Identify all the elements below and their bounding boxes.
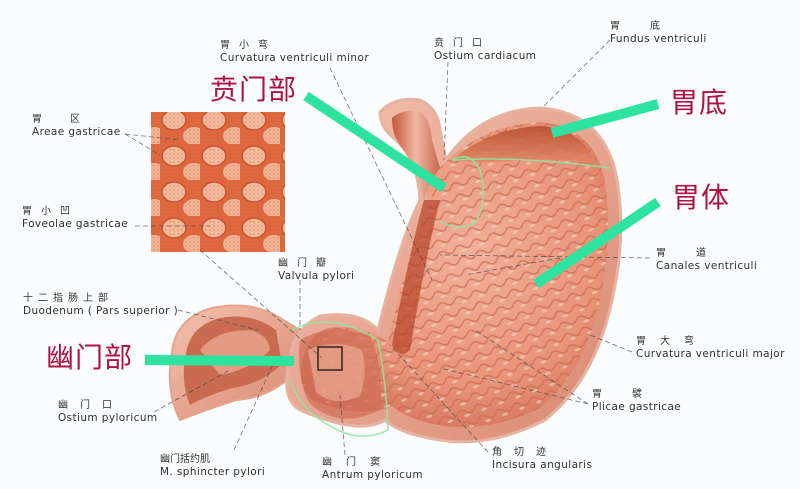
- label-canales-ventriculi: 胃道 Canales ventriculi: [656, 248, 758, 272]
- label-foveolae-gastricae: 胃小凹 Foveolae gastricae: [22, 206, 129, 230]
- label-curvatura-major: 胃大弯 Curvatura ventriculi major: [636, 336, 785, 360]
- label-areae-gastricae: 胃区 Areae gastricae: [32, 114, 121, 138]
- region-outlines: [289, 155, 611, 437]
- stomach-body-illustration: [285, 97, 623, 444]
- cardia-region-label: 贲门部: [210, 73, 298, 106]
- leader-lines: [124, 39, 651, 456]
- label-valvula-pylori: 幽门瓣 Valvula pylori: [278, 258, 355, 282]
- body-highlight-bar: [533, 197, 661, 289]
- label-plicae-gastricae: 胃襞 Plicae gastricae: [592, 389, 682, 413]
- label-incisura-angularis: 角切迹 Incisura angularis: [492, 447, 593, 471]
- label-curvatura-minor: 胃小弯 Curvatura ventriculi minor: [220, 40, 370, 64]
- label-antrum-pyloricum: 幽门窦 Antrum pyloricum: [322, 457, 424, 481]
- label-fundus-ventriculi: 胃底 Fundus ventriculi: [610, 21, 707, 45]
- pylorus-highlight-bar: [144, 355, 295, 366]
- highlight-bars: [144, 91, 661, 366]
- label-ostium-cardiacum: 贲门口 Ostium cardiacum: [434, 38, 537, 62]
- label-duodenum-pars-superior: 十二指肠上部 Duodenum ( Pars superior ): [23, 293, 179, 317]
- pylorus-region-label: 幽门部: [46, 341, 134, 374]
- body-region-label: 胃体: [672, 181, 731, 214]
- fundus-highlight-bar: [550, 99, 660, 138]
- label-ostium-pyloricum: 幽门口 Ostium pyloricum: [58, 400, 158, 424]
- cardia-highlight-bar: [303, 91, 447, 193]
- label-sphincter-pylori: 幽门括约肌 M. sphincter pylori: [160, 454, 266, 478]
- pyloric-valve-marker: [317, 346, 343, 371]
- mucosa-inset: [151, 112, 285, 252]
- fundus-region-label: 胃底: [670, 86, 729, 119]
